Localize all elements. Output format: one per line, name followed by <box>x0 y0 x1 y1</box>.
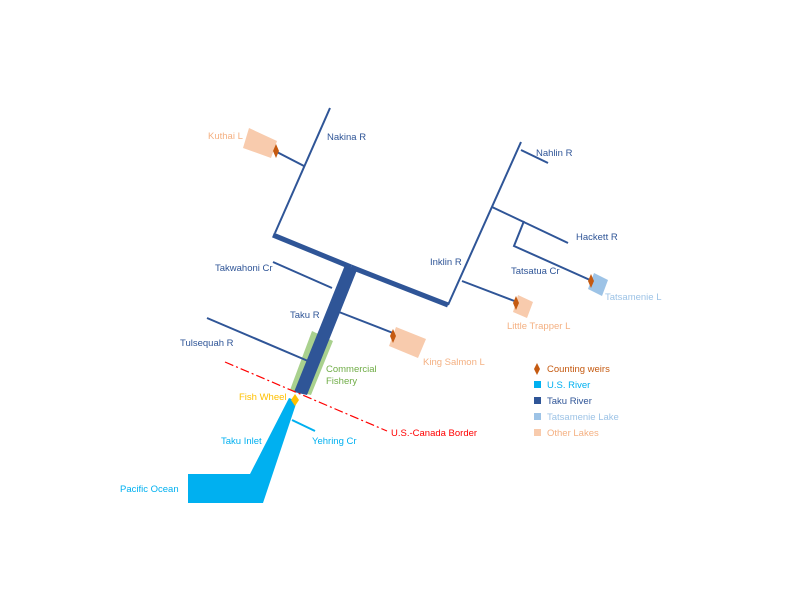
label-kuthai: Kuthai L <box>208 131 243 142</box>
legend-tatsamenie-swatch <box>534 413 541 420</box>
legend-label-weirs: Counting weirs <box>547 364 610 375</box>
legend-label-us-river: U.S. River <box>547 380 590 391</box>
label-yehring: Yehring Cr <box>312 436 357 447</box>
label-fishery-1: Commercial <box>326 364 377 375</box>
taku-river-mainstem <box>294 265 357 395</box>
taku-tributaries <box>206 107 591 362</box>
label-inklin: Inklin R <box>430 257 462 268</box>
label-tatsamenie: Tatsamenie L <box>605 292 662 303</box>
label-takwahoni: Takwahoni Cr <box>215 263 273 274</box>
fish-wheel-marker <box>291 394 299 406</box>
label-tulsequah: Tulsequah R <box>180 338 234 349</box>
legend-taku-river-swatch <box>534 397 541 404</box>
label-tatsatua: Tatsatua Cr <box>511 266 560 277</box>
weir-little-trapper <box>513 296 519 310</box>
legend-us-river-swatch <box>534 381 541 388</box>
us-canada-border-line <box>224 361 388 432</box>
weir-kuthai <box>273 144 279 158</box>
label-hackett: Hackett R <box>576 232 618 243</box>
legend: Counting weirs U.S. River Taku River Tat… <box>534 363 619 439</box>
pacific-ocean-inlet <box>188 398 297 503</box>
legend-weir-icon <box>534 363 540 375</box>
weir-tatsamenie <box>588 274 594 288</box>
yehring-creek <box>291 419 316 432</box>
label-taku-inlet: Taku Inlet <box>221 436 262 447</box>
label-fish-wheel: Fish Wheel <box>239 392 287 403</box>
legend-label-taku-river: Taku River <box>547 396 592 407</box>
label-fishery-2: Fishery <box>326 376 357 387</box>
label-little-trapper: Little Trapper L <box>507 321 570 332</box>
label-pacific: Pacific Ocean <box>120 484 179 495</box>
label-nakina: Nakina R <box>327 132 366 143</box>
label-taku: Taku R <box>290 310 320 321</box>
legend-other-lakes-swatch <box>534 429 541 436</box>
label-nahlin: Nahlin R <box>536 148 573 159</box>
king-salmon-lake <box>389 327 426 358</box>
weir-king-salmon <box>390 329 396 343</box>
label-border: U.S.-Canada Border <box>391 428 477 439</box>
kuthai-lake <box>243 128 277 158</box>
legend-label-other-lakes: Other Lakes <box>547 428 599 439</box>
legend-label-tatsamenie: Tatsamenie Lake <box>547 412 619 423</box>
label-king-salmon: King Salmon L <box>423 357 485 368</box>
